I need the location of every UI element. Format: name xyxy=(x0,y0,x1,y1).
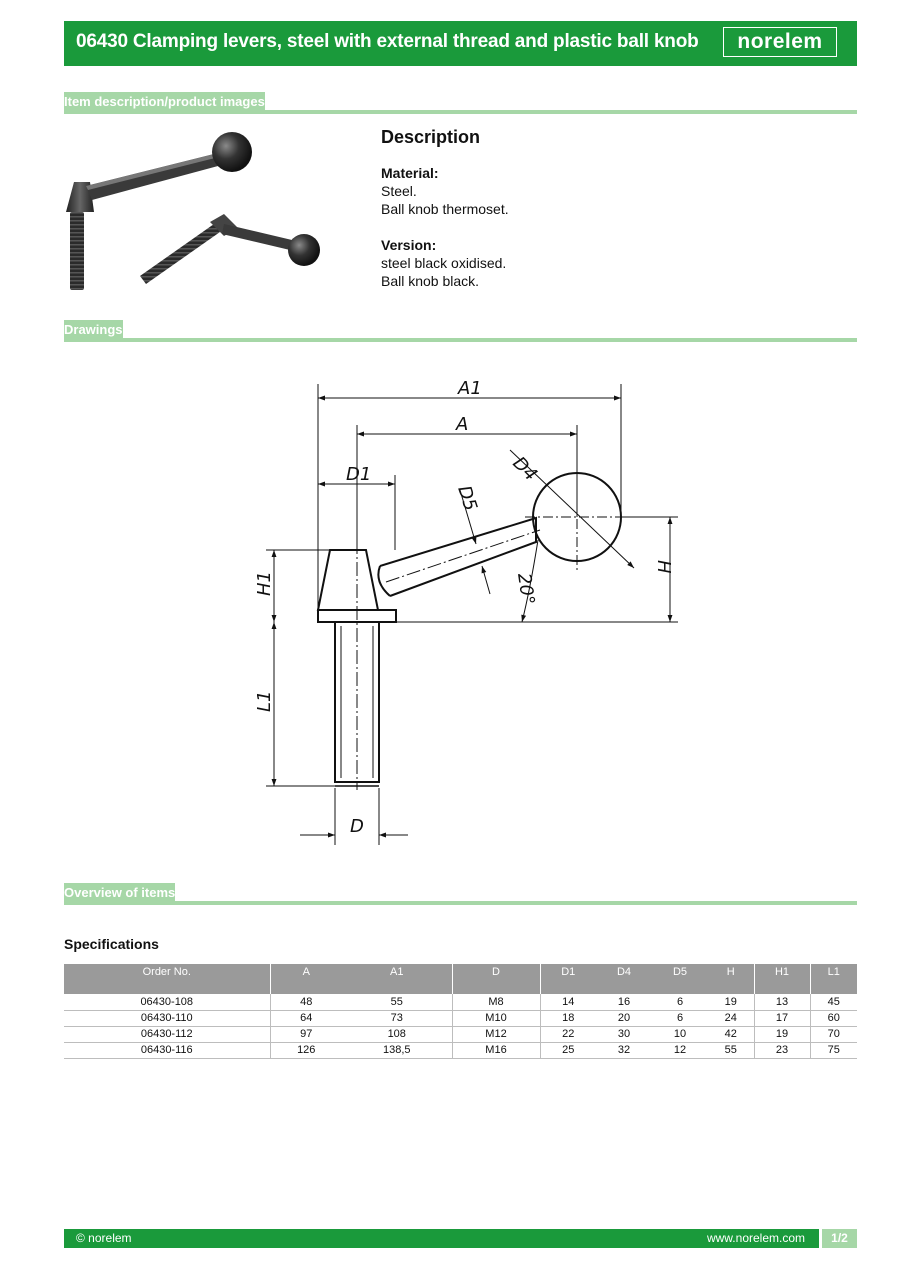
table-cell: 17 xyxy=(753,1010,810,1027)
material-line: Ball knob thermoset. xyxy=(381,201,509,217)
section-divider xyxy=(64,338,857,342)
table-cell: M12 xyxy=(451,1026,540,1043)
section-divider xyxy=(64,901,857,905)
section-item-description: Item description/product images xyxy=(64,92,857,114)
website-link[interactable]: www.norelem.com xyxy=(706,1231,805,1245)
copyright-text: © norelem xyxy=(76,1231,132,1245)
column-header: L1 xyxy=(809,964,857,994)
table-cell: 138,5 xyxy=(342,1042,452,1059)
table-row: 06430-112 97 108 M12 22 30 10 42 19 70 xyxy=(64,1026,857,1043)
dim-l1-label: L1 xyxy=(254,691,275,712)
version-line: steel black oxidised. xyxy=(381,255,507,271)
table-cell: 06430-112 xyxy=(64,1026,270,1043)
table-cell: 22 xyxy=(539,1026,596,1043)
page-footer: © norelem www.norelem.com 1/2 xyxy=(64,1229,857,1248)
column-header: D xyxy=(451,964,540,994)
dim-d-label: D xyxy=(350,816,364,837)
material-line: Steel. xyxy=(381,183,417,199)
column-header: Order No. xyxy=(64,964,270,994)
section-label-item-description: Item description/product images xyxy=(64,92,265,112)
page-number: 1/2 xyxy=(819,1229,857,1248)
column-header: H1 xyxy=(753,964,810,994)
table-cell: M8 xyxy=(451,994,540,1011)
table-cell: 73 xyxy=(342,1010,452,1027)
table-cell: 64 xyxy=(269,1010,342,1027)
table-cell: 55 xyxy=(342,994,452,1011)
table-cell: 42 xyxy=(708,1026,754,1043)
table-row: 06430-108 48 55 M8 14 16 6 19 13 45 xyxy=(64,994,857,1011)
product-image xyxy=(66,132,320,290)
dim-h1-label: H1 xyxy=(254,571,275,596)
dim-a-label: A xyxy=(455,414,468,435)
dim-d1-label: D1 xyxy=(346,464,371,485)
table-cell: 19 xyxy=(708,994,754,1011)
section-drawings: Drawings xyxy=(64,320,857,342)
dim-h-label: H xyxy=(653,560,674,574)
table-cell: 23 xyxy=(753,1042,810,1059)
page-header: 06430 Clamping levers, steel with extern… xyxy=(64,21,857,66)
table-cell: 06430-116 xyxy=(64,1042,270,1059)
table-cell: 10 xyxy=(652,1026,708,1043)
table-header-row: Order No. A A1 D D1 D4 D5 H H1 L1 xyxy=(64,964,857,994)
table-cell: 32 xyxy=(596,1042,652,1059)
table-cell: 30 xyxy=(596,1026,652,1043)
drawing-dimension-labels: A1 A D1 D4 D5 H1 H L1 D 20° xyxy=(254,378,674,837)
version-heading: Version: xyxy=(381,237,437,253)
column-header: D4 xyxy=(596,964,652,994)
table-cell: 12 xyxy=(652,1042,708,1059)
technical-drawing: A1 A D1 D4 D5 H1 H L1 D 20° xyxy=(254,378,678,845)
column-header: D1 xyxy=(539,964,596,994)
dim-d4-label: D4 xyxy=(508,453,541,486)
table-cell: 108 xyxy=(342,1026,452,1043)
dim-angle-label: 20° xyxy=(513,572,538,607)
table-cell: 06430-110 xyxy=(64,1010,270,1027)
table-cell: 45 xyxy=(809,994,857,1011)
column-header: H xyxy=(708,964,754,994)
table-cell: 20 xyxy=(596,1010,652,1027)
column-header: A xyxy=(269,964,342,994)
table-row: 06430-116 126 138,5 M16 25 32 12 55 23 7… xyxy=(64,1042,857,1059)
version-line: Ball knob black. xyxy=(381,273,480,289)
table-cell: 55 xyxy=(708,1042,754,1059)
norelem-logo: norelem xyxy=(723,27,837,57)
table-cell: 18 xyxy=(539,1010,596,1027)
table-cell: 97 xyxy=(269,1026,342,1043)
column-header: A1 xyxy=(342,964,452,994)
specifications-title: Specifications xyxy=(64,936,159,952)
table-cell: 48 xyxy=(269,994,342,1011)
table-cell: 70 xyxy=(809,1026,857,1043)
specifications-table: Order No. A A1 D D1 D4 D5 H H1 L1 06430-… xyxy=(64,964,857,1059)
table-cell: M10 xyxy=(451,1010,540,1027)
table-cell: 13 xyxy=(753,994,810,1011)
table-cell: 14 xyxy=(539,994,596,1011)
table-cell: 25 xyxy=(539,1042,596,1059)
section-label-drawings: Drawings xyxy=(64,320,123,340)
table-row: 06430-110 64 73 M10 18 20 6 24 17 60 xyxy=(64,1010,857,1027)
table-cell: 06430-108 xyxy=(64,994,270,1011)
description-panel: Description Material: Steel. Ball knob t… xyxy=(381,128,821,290)
table-cell: 16 xyxy=(596,994,652,1011)
page-title: 06430 Clamping levers, steel with extern… xyxy=(76,31,699,52)
table-cell: 6 xyxy=(652,1010,708,1027)
description-title: Description xyxy=(381,127,481,147)
logo-text: norelem xyxy=(737,30,823,53)
section-divider xyxy=(64,110,857,114)
table-cell: M16 xyxy=(451,1042,540,1059)
table-cell: 126 xyxy=(269,1042,342,1059)
column-header: D5 xyxy=(652,964,708,994)
table-cell: 60 xyxy=(809,1010,857,1027)
section-overview: Overview of items xyxy=(64,883,857,905)
table-cell: 19 xyxy=(753,1026,810,1043)
dim-a1-label: A1 xyxy=(457,378,482,399)
section-label-overview: Overview of items xyxy=(64,883,176,903)
material-heading: Material: xyxy=(381,165,439,181)
table-cell: 6 xyxy=(652,994,708,1011)
table-cell: 24 xyxy=(708,1010,754,1027)
table-cell: 75 xyxy=(809,1042,857,1059)
dim-d5-label: D5 xyxy=(453,483,481,514)
